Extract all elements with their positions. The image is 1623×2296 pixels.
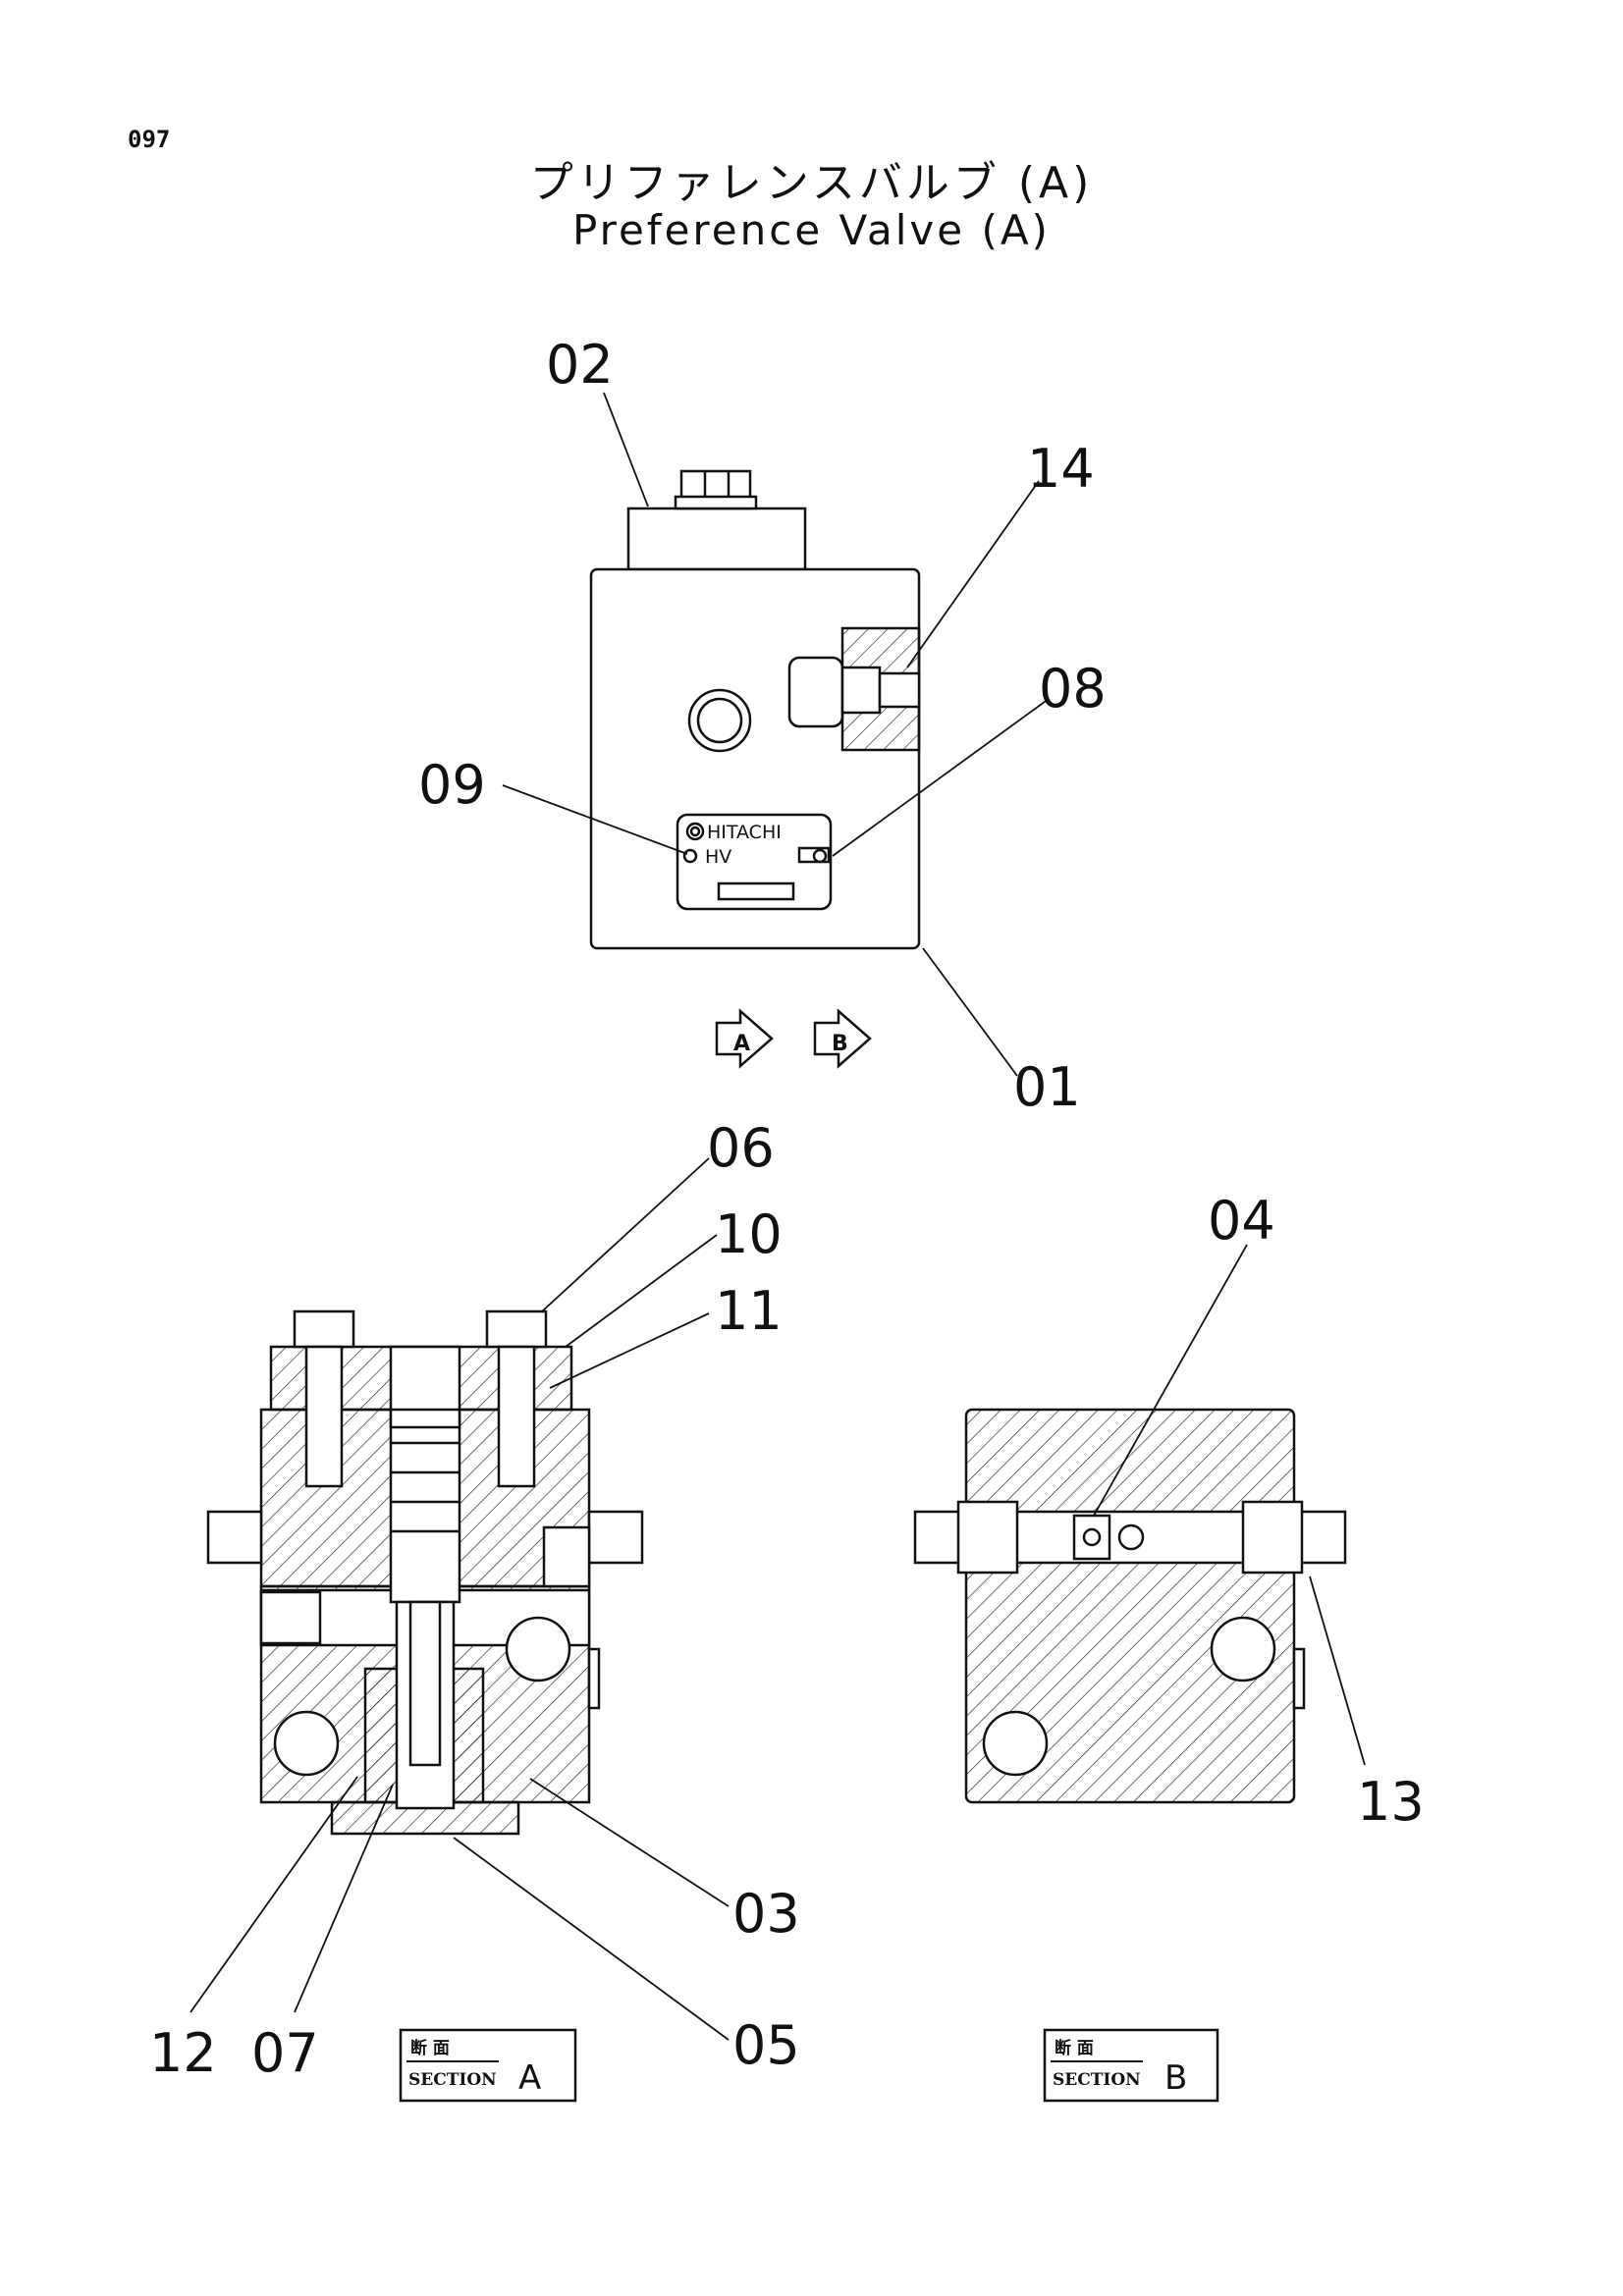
section-b-jp: 断 面 [1055, 2038, 1094, 2058]
callout-10: 10 [715, 1203, 783, 1265]
callout-06: 06 [707, 1117, 775, 1179]
view-arrow-b: B [813, 1008, 872, 1069]
section-b-en: SECTION [1053, 2070, 1141, 2090]
callout-11: 11 [715, 1280, 783, 1342]
view-arrow-a-label: A [733, 1032, 750, 1056]
callout-12: 12 [149, 2022, 217, 2084]
callout-13: 13 [1357, 1771, 1425, 1833]
section-b-label: 断 面 SECTION B [1043, 2028, 1219, 2103]
callout-04: 04 [1208, 1190, 1275, 1252]
title-english: Preference Valve (A) [572, 206, 1051, 254]
nameplate-brand: HITACHI [707, 822, 782, 843]
section-a-en: SECTION [408, 2070, 497, 2090]
callout-03: 03 [732, 1883, 800, 1945]
valve-exterior-view [589, 469, 921, 950]
section-a-label: 断 面 SECTION A [399, 2028, 577, 2103]
view-arrow-a: A [715, 1008, 774, 1069]
callout-08: 08 [1039, 658, 1107, 720]
callout-09: 09 [418, 754, 486, 816]
section-b-view [913, 1408, 1347, 1804]
callout-01: 01 [1013, 1056, 1081, 1118]
leader-lines [189, 392, 1366, 2041]
callout-05: 05 [732, 2014, 800, 2076]
section-a-view [206, 1309, 644, 1836]
callout-14: 14 [1027, 438, 1095, 500]
nameplate-model: HV [705, 846, 731, 868]
section-a-jp: 断 面 [410, 2038, 450, 2058]
section-a-letter: A [518, 2058, 541, 2098]
callout-02: 02 [546, 334, 614, 396]
title-japanese: プリファレンスバルブ (A) [529, 158, 1094, 208]
callout-07: 07 [251, 2022, 319, 2084]
page-number: 097 [128, 126, 171, 153]
view-arrow-b-label: B [832, 1032, 848, 1056]
section-b-letter: B [1164, 2058, 1187, 2098]
